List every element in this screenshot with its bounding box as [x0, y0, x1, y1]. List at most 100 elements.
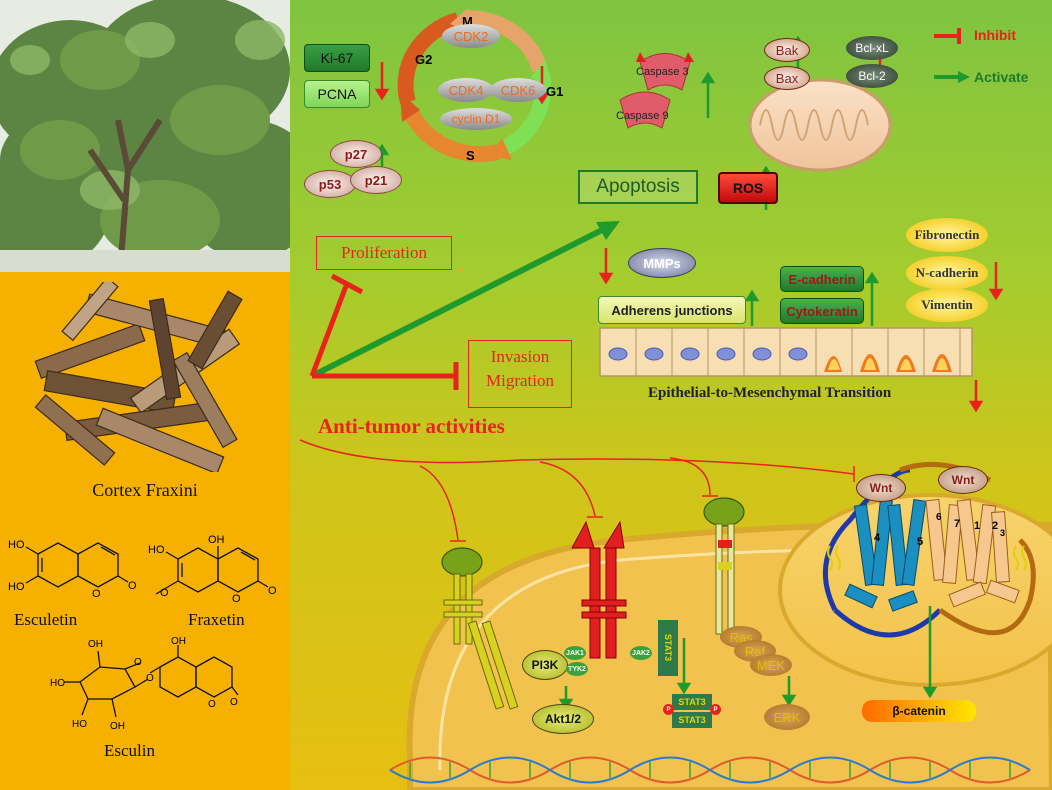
- phospho-left: P: [663, 704, 674, 715]
- beta-catenin-bar: β-catenin: [862, 700, 976, 722]
- svg-text:HO: HO: [148, 544, 165, 556]
- svg-text:HO: HO: [8, 539, 25, 551]
- helix-1: 1: [974, 520, 981, 532]
- svg-text:O: O: [160, 587, 169, 599]
- compound-esculin: Esculin: [104, 741, 155, 760]
- caspase-3-label: Caspase 3: [636, 66, 689, 78]
- pi3k-receptor: [441, 547, 519, 710]
- svg-text:O: O: [92, 588, 101, 600]
- e-cadherin-box: E-cadherin: [780, 266, 864, 292]
- svg-text:OH: OH: [88, 639, 103, 650]
- p53-oval: p53: [304, 170, 356, 198]
- migration-label: Migration: [486, 371, 554, 390]
- akt-oval: Akt1/2: [532, 704, 594, 734]
- svg-text:O: O: [208, 699, 216, 710]
- mechanism-panel: Inhibit Activate Ki-67 PCNA M G1 S G2 CD…: [290, 0, 1052, 790]
- mitochondrion: [748, 78, 892, 172]
- phospho-right: P: [710, 704, 721, 715]
- epithelial-cell-row: [599, 327, 973, 377]
- herb-info-area: Cortex Fraxini HO HO O O Esculetin: [0, 272, 290, 790]
- jak2-oval: JAK2: [630, 646, 652, 660]
- ras-receptor: [703, 497, 745, 635]
- svg-text:OH: OH: [171, 637, 186, 647]
- cdk4-oval: CDK4: [438, 78, 494, 102]
- mek-oval: MEK: [750, 654, 792, 676]
- pcna-box: PCNA: [304, 80, 370, 108]
- esculin-structure: OH HO HO OH O O OH O O: [50, 637, 239, 732]
- apoptosis-box: Apoptosis: [578, 170, 698, 204]
- helix-2: 2: [992, 520, 999, 532]
- svg-text:O: O: [268, 585, 277, 597]
- invasion-migration-box: Invasion Migration: [468, 340, 572, 408]
- phase-g2: G2: [415, 52, 433, 67]
- vimentin-oval: Vimentin: [906, 288, 988, 322]
- adherens-junctions-box: Adherens junctions: [598, 296, 746, 324]
- pi3k-oval: PI3K: [522, 650, 568, 680]
- ash-tree-photo: [0, 0, 290, 272]
- svg-text:O: O: [232, 593, 241, 605]
- svg-text:O: O: [230, 697, 238, 708]
- bark-pieces-image: [34, 282, 243, 472]
- stat3-monomer: STAT3: [658, 620, 678, 676]
- svg-text:O: O: [146, 673, 154, 684]
- svg-text:O: O: [134, 657, 142, 668]
- dna-strand: [389, 756, 1031, 784]
- jak1-oval: JAK1: [564, 646, 586, 660]
- bak-oval: Bak: [764, 38, 810, 62]
- cdk2-oval: CDK2: [442, 24, 500, 48]
- mmps-oval: MMPs: [628, 248, 696, 278]
- svg-text:HO: HO: [72, 719, 87, 730]
- background-art: [299, 8, 1052, 790]
- bcl-2-oval: Bcl-2: [846, 64, 898, 88]
- herb-name: Cortex Fraxini: [92, 480, 198, 500]
- ros-box: ROS: [718, 172, 778, 204]
- tree-illustration: [0, 0, 290, 272]
- jak-receptor: [571, 520, 627, 659]
- ki67-box: Ki-67: [304, 44, 370, 72]
- legend-marks: [934, 28, 970, 83]
- svg-text:OH: OH: [208, 534, 225, 546]
- compound-fraxetin: Fraxetin: [188, 610, 245, 629]
- main-arrows: [309, 221, 620, 390]
- wnt-oval-right: Wnt: [938, 466, 988, 494]
- cdk6-oval: CDK6: [490, 78, 546, 102]
- legend-inhibit: Inhibit: [974, 27, 1016, 43]
- compound-esculetin: Esculetin: [14, 610, 78, 629]
- wnt-oval-left: Wnt: [856, 474, 906, 502]
- erk-oval: ERK: [764, 704, 810, 730]
- phase-g1: G1: [546, 84, 564, 99]
- stat3-dimer-bottom: STAT3: [672, 712, 712, 728]
- bax-oval: Bax: [764, 66, 810, 90]
- cyclin-d1-oval: cyclin D1: [440, 108, 512, 130]
- phase-m: M: [462, 14, 473, 29]
- esculetin-structure: HO HO O O: [8, 539, 137, 600]
- tyk2-oval: TYK2: [566, 662, 588, 676]
- caspase-shapes: [619, 52, 694, 129]
- herb-panel: Cortex Fraxini HO HO O O Esculetin: [0, 0, 290, 790]
- invasion-label: Invasion: [490, 347, 550, 366]
- svg-text:O: O: [128, 580, 137, 592]
- svg-text:HO: HO: [8, 581, 25, 593]
- helix-4: 4: [874, 532, 881, 544]
- cytokeratin-box: Cytokeratin: [780, 298, 864, 324]
- helix-6: 6: [936, 512, 942, 523]
- p21-oval: p21: [350, 166, 402, 194]
- proliferation-box: Proliferation: [316, 236, 452, 270]
- stat3-dimer-top: STAT3: [672, 694, 712, 710]
- n-cadherin-oval: N-cadherin: [906, 256, 988, 290]
- helix-3: 3: [1000, 528, 1006, 538]
- caspase-9-label: Caspase 9: [616, 110, 669, 122]
- helix-5: 5: [917, 536, 924, 548]
- helix-7: 7: [954, 518, 961, 530]
- emt-title: Epithelial-to-Mesenchymal Transition: [648, 385, 892, 401]
- fraxetin-structure: HO OH O O O: [148, 534, 277, 605]
- anti-tumor-title: Anti-tumor activities: [318, 414, 505, 438]
- phase-s: S: [466, 148, 475, 163]
- pathway-inhibition-lines: [299, 439, 855, 542]
- bcl-xl-oval: Bcl-xL: [846, 36, 898, 60]
- legend-activate: Activate: [974, 69, 1029, 85]
- svg-text:OH: OH: [110, 721, 125, 732]
- svg-text:HO: HO: [50, 678, 65, 689]
- p27-oval: p27: [330, 140, 382, 168]
- fibronectin-oval: Fibronectin: [906, 218, 988, 252]
